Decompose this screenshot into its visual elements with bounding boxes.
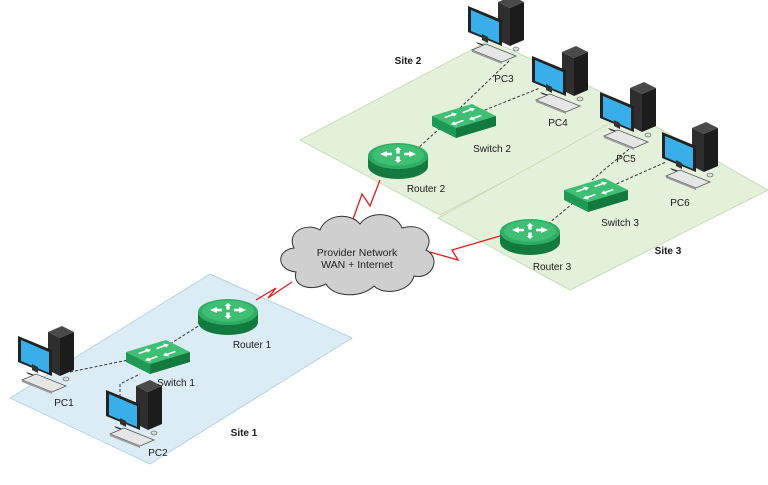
site-2-label: Site 2 [395, 56, 422, 67]
wan-links [255, 179, 501, 301]
pc4-label: PC4 [548, 118, 568, 129]
wan-link-router2 [351, 179, 381, 223]
wan-link-router3 [429, 235, 501, 262]
pc6-label: PC6 [670, 198, 690, 209]
lan-link-router2-switch2 [415, 127, 441, 151]
lan-link-switch2-pc3 [459, 59, 511, 109]
router-1-icon[interactable] [198, 299, 258, 335]
provider-network-cloud [280, 214, 435, 296]
lan-link-switch1-router1 [169, 324, 201, 345]
switch-1-label: Switch 1 [157, 378, 195, 389]
lan-link-router3-switch3 [547, 203, 573, 225]
switch-2-label: Switch 2 [473, 144, 511, 155]
router-2-label: Router 2 [407, 184, 446, 195]
cloud-label-line1: Provider Network [317, 247, 398, 259]
cloud-label-line2: WAN + Internet [321, 259, 393, 271]
switch-3-label: Switch 3 [601, 218, 639, 229]
site-1-area [8, 273, 354, 465]
pc1-label: PC1 [54, 398, 74, 409]
pc2-label: PC2 [148, 448, 168, 459]
router-3-icon[interactable] [500, 219, 560, 255]
site-1-label: Site 1 [231, 428, 258, 439]
router-2-icon[interactable] [368, 143, 428, 179]
router-1-label: Router 1 [233, 340, 272, 351]
wan-link-router1 [255, 281, 293, 301]
router-3-label: Router 3 [533, 262, 572, 273]
site-3-label: Site 3 [655, 246, 682, 257]
lan-link-switch2-pc4 [479, 87, 541, 113]
pc3-label: PC3 [494, 74, 514, 85]
pc5-label: PC5 [616, 154, 636, 165]
